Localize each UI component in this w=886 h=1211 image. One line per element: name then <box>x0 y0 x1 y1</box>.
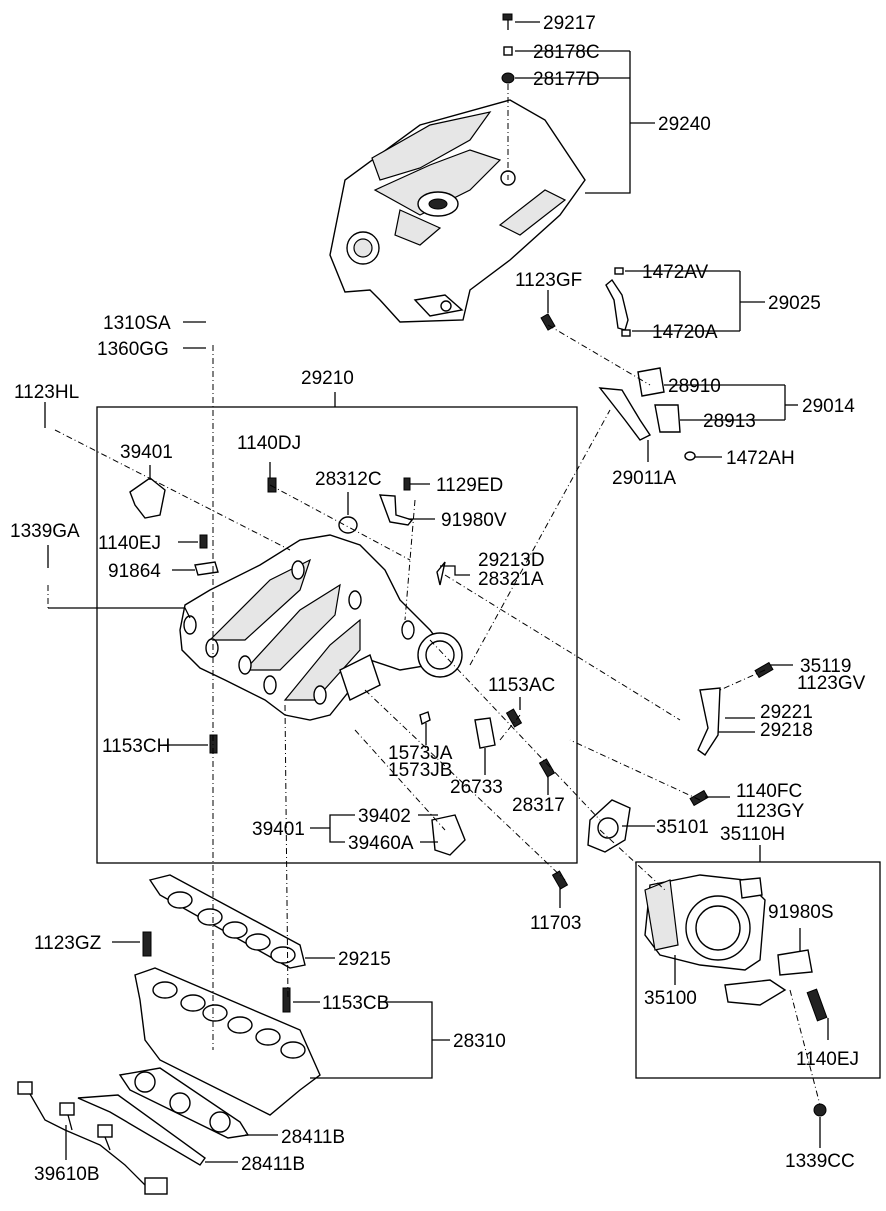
label-1123GY: 1123GY <box>736 801 805 822</box>
label-28178C: 28178C <box>533 42 600 63</box>
throttle-body <box>644 874 828 1117</box>
label-28177D: 28177D <box>533 69 600 90</box>
label-29218: 29218 <box>760 720 813 741</box>
label-91864: 91864 <box>108 561 161 582</box>
label-26733: 26733 <box>450 777 503 798</box>
label-1153CH: 1153CH <box>102 736 170 757</box>
label-35101: 35101 <box>656 817 709 838</box>
manifold-group-box <box>96 406 578 864</box>
label-29213D: 29213D <box>478 550 545 571</box>
label-28312C: 28312C <box>315 469 382 490</box>
label-29221: 29221 <box>760 702 813 723</box>
label-39401-top: 39401 <box>120 442 173 463</box>
label-1123GZ: 1123GZ <box>34 933 102 954</box>
dashed-leaders <box>47 324 821 1106</box>
label-29240: 29240 <box>658 114 711 135</box>
right-side-parts <box>540 267 774 853</box>
label-1140EJ-top: 1140EJ <box>98 533 161 554</box>
label-29210: 29210 <box>301 368 354 389</box>
label-39401-bottom: 39401 <box>252 819 305 840</box>
label-29011A: 29011A <box>612 468 676 489</box>
label-28910: 28910 <box>668 376 721 397</box>
engine-cover <box>329 99 586 323</box>
label-1153AC: 1153AC <box>488 675 555 696</box>
label-1140DJ: 1140DJ <box>237 433 301 454</box>
label-29217: 29217 <box>543 13 596 34</box>
label-28411B-upper: 28411B <box>281 1127 345 1148</box>
label-39610B: 39610B <box>34 1164 100 1185</box>
label-1573JB: 1573JB <box>388 760 452 781</box>
label-35100: 35100 <box>644 988 697 1009</box>
label-28321A: 28321A <box>478 569 544 590</box>
label-91980S: 91980S <box>768 902 834 923</box>
label-1360GG: 1360GG <box>97 339 169 360</box>
wiring-harness <box>17 1081 168 1195</box>
label-14720A: 14720A <box>652 322 718 343</box>
label-1310SA: 1310SA <box>103 313 171 334</box>
cover-fasteners <box>501 13 515 84</box>
leader-lines <box>44 21 829 1163</box>
label-28411B-lower: 28411B <box>241 1154 305 1175</box>
label-1472AV: 1472AV <box>642 262 709 283</box>
label-39460A: 39460A <box>348 833 414 854</box>
label-29215: 29215 <box>338 949 391 970</box>
part-labels: 29217 28178C 28177D 29240 1123GF 1472AV … <box>10 13 866 1185</box>
throttle-body-group-box <box>635 861 881 1079</box>
label-35119: 35119 <box>800 656 851 677</box>
manifold-small-parts <box>129 477 569 890</box>
label-1573JA: 1573JA <box>388 743 453 764</box>
label-39402: 39402 <box>358 806 411 827</box>
lower-manifold-and-gaskets <box>77 874 321 1166</box>
label-1472AH: 1472AH <box>726 448 795 469</box>
label-29025: 29025 <box>768 293 821 314</box>
label-28317: 28317 <box>512 795 565 816</box>
label-1339GA: 1339GA <box>10 521 80 542</box>
label-1140FC: 1140FC <box>736 781 802 802</box>
label-35110H: 35110H <box>720 824 785 845</box>
label-1140EJ-bottom: 1140EJ <box>796 1049 859 1070</box>
upper-intake-manifold <box>179 516 463 721</box>
label-1123HL: 1123HL <box>14 382 79 403</box>
label-1153CB: 1153CB <box>322 993 389 1014</box>
label-11703: 11703 <box>530 913 581 934</box>
label-1339CC: 1339CC <box>785 1151 855 1172</box>
label-91980V: 91980V <box>441 510 507 531</box>
label-29014: 29014 <box>802 396 855 417</box>
label-1129ED: 1129ED <box>436 475 503 496</box>
label-28310: 28310 <box>453 1031 506 1052</box>
label-1123GF: 1123GF <box>515 270 582 291</box>
label-1123GV: 1123GV <box>797 673 866 694</box>
label-28913: 28913 <box>703 411 756 432</box>
